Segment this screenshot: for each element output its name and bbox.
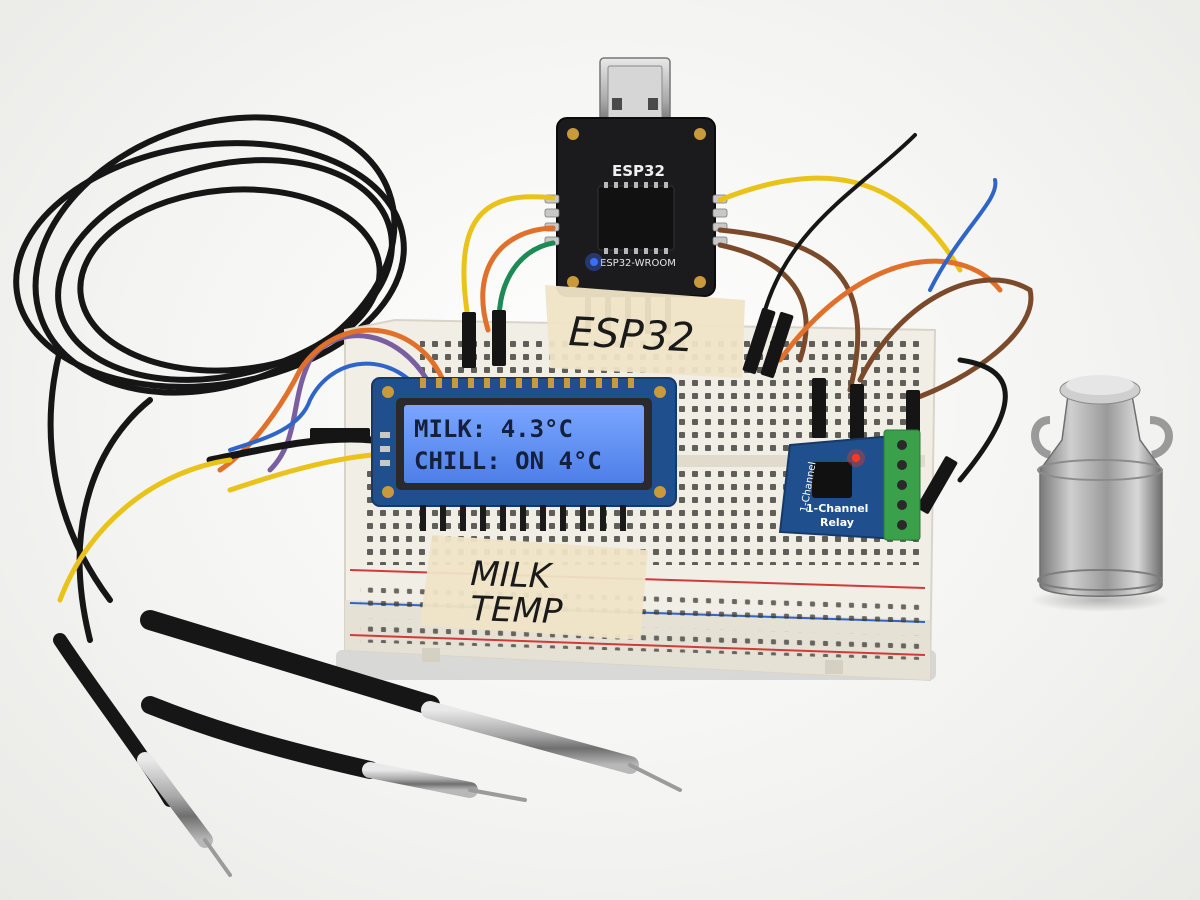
tape-label-esp32: ESP32	[567, 309, 695, 362]
esp32-module-label: ESP32-WROOM	[600, 258, 676, 269]
tape-label-milk: MILK	[470, 554, 555, 597]
relay-label-line-1: 1-Channel	[806, 502, 868, 515]
relay-label-line-2: Relay	[820, 516, 854, 529]
tape-label-temp: TEMP	[470, 589, 564, 632]
esp32-status-led	[590, 258, 598, 266]
coiled-cable	[13, 114, 407, 643]
milk-can-icon	[1030, 375, 1173, 612]
lcd-module: MILK: 4.3°C CHILL: ON 4°C	[371, 377, 677, 531]
relay-module: 1-Channel 1-Channel Relay	[778, 429, 921, 542]
esp32-chip-label: ESP32	[612, 162, 665, 180]
lcd-screen	[404, 405, 644, 483]
esp32-board: ESP32 ESP32-WROOM	[544, 57, 728, 334]
esp32-tape: ESP32	[545, 285, 745, 378]
milk-temp-tape: MILK TEMP	[420, 535, 648, 640]
lcd-line-2: CHILL: ON 4°C	[414, 447, 602, 475]
temperature-probe-icon	[53, 610, 682, 877]
jumper-wires	[57, 133, 1034, 603]
dupont-connectors	[310, 307, 958, 514]
lcd-line-1: MILK: 4.3°C	[414, 415, 573, 443]
